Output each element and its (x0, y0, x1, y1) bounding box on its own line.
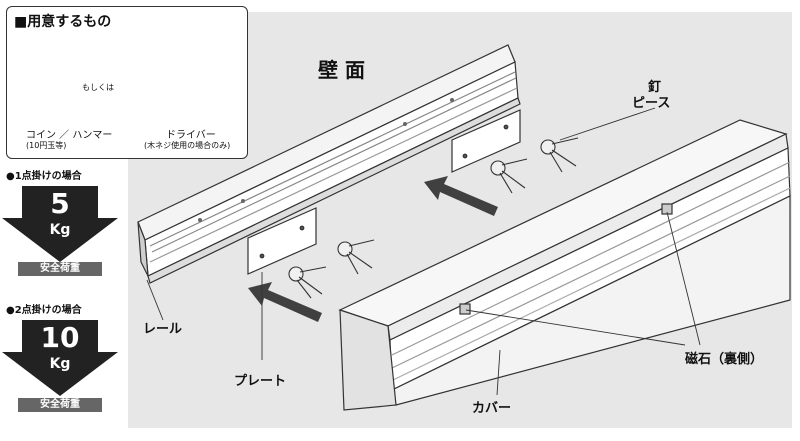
load2-title: ●2点掛けの場合 (6, 305, 82, 316)
load1-arrow (2, 186, 118, 262)
cover-label: カバー (472, 401, 512, 416)
driver-label: ドライバー (166, 130, 216, 141)
rail-label: レール (143, 322, 183, 337)
direction-arrows (248, 176, 498, 322)
load1-value: 5 (50, 187, 70, 220)
plate-right (451, 109, 521, 173)
load1-unit: Kg (49, 222, 71, 238)
driver-sub-label: (木ネジ使用の場合のみ) (144, 141, 231, 150)
load1-caption: 安全荷重 (18, 262, 102, 276)
leader-lines (146, 107, 701, 396)
load2-arrow (2, 320, 118, 396)
rail (137, 44, 521, 284)
tools-title: ■用意するもの (14, 14, 112, 30)
wall-label: 壁 面 (318, 58, 365, 82)
plate-left (247, 207, 317, 275)
load2-caption: 安全荷重 (18, 398, 102, 412)
cover (338, 119, 791, 411)
nail-label: 釘 (648, 80, 662, 95)
magnet-label: 磁石（裏側） (685, 352, 764, 367)
tools-panel (6, 6, 248, 159)
load1-title: ●1点掛けの場合 (6, 171, 82, 182)
piece-label: ピース (632, 96, 671, 111)
load2-value: 10 (40, 321, 80, 354)
coin-sub-label: (10円玉等) (26, 141, 67, 150)
plate-label: プレート (234, 374, 287, 389)
coin-hammer-label: コイン ／ ハンマー (26, 130, 113, 141)
load2-unit: Kg (49, 356, 71, 372)
rail-holes (198, 98, 454, 222)
nail-pieces (288, 137, 579, 299)
or-text: もしくは (82, 83, 114, 92)
